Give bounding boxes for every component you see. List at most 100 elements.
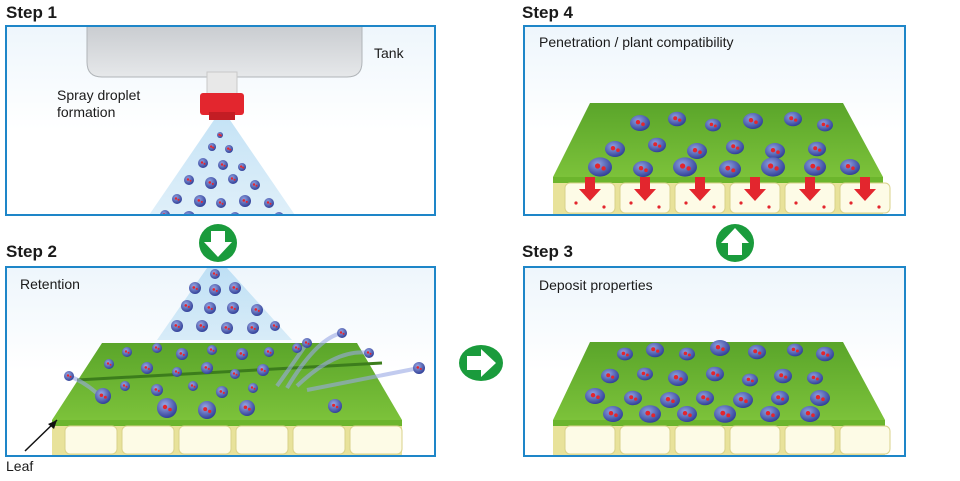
droplet — [227, 302, 239, 314]
deposit-droplet — [810, 390, 830, 406]
retention-illustration — [24, 268, 425, 455]
step4-title: Step 4 — [522, 3, 574, 22]
leaf-cell — [839, 425, 891, 455]
deposit-droplets — [585, 340, 834, 423]
spray-label-line2: formation — [57, 104, 116, 120]
deposit-droplet — [733, 392, 753, 408]
droplet — [196, 320, 208, 332]
droplet-trail — [285, 331, 343, 390]
droplet — [328, 399, 342, 413]
droplet — [201, 362, 213, 374]
step4-panel: Penetration / plant compatibility — [523, 25, 906, 216]
deposit-droplet — [840, 159, 860, 175]
penetration-arrow-icon — [849, 177, 881, 209]
leaf-cell — [292, 425, 346, 455]
droplet — [264, 198, 274, 208]
droplet — [302, 338, 312, 348]
droplet — [238, 163, 246, 171]
penetration-arrow-icon — [629, 177, 661, 209]
step1-title: Step 1 — [6, 3, 58, 22]
deposit-droplet — [748, 344, 766, 360]
droplet — [228, 174, 238, 184]
droplet — [181, 300, 193, 312]
leaf-cells — [564, 425, 891, 455]
step2-panel: Retention — [5, 266, 436, 457]
right-arrow-icon — [459, 345, 503, 381]
deposit-droplet — [637, 367, 653, 381]
droplet — [95, 388, 111, 404]
droplet — [230, 369, 240, 379]
droplet — [270, 321, 280, 331]
leaf-cell — [564, 425, 616, 455]
deposit-droplet — [677, 406, 697, 422]
droplet — [120, 381, 130, 391]
deposit-droplet — [760, 406, 780, 422]
droplet — [141, 362, 153, 374]
leaf-cell — [674, 425, 726, 455]
deposit-droplet — [660, 392, 680, 408]
droplet — [229, 282, 241, 294]
droplet — [172, 194, 182, 204]
penetration-arrow-icon — [739, 177, 771, 209]
droplet — [364, 348, 374, 358]
deposit-droplet — [617, 347, 633, 361]
deposit-droplet — [787, 343, 803, 357]
step2-title: Step 2 — [6, 242, 58, 261]
droplet — [275, 212, 283, 214]
droplet — [231, 212, 239, 214]
droplet — [292, 343, 302, 353]
tank-icon — [86, 27, 363, 78]
droplet — [413, 362, 425, 374]
deposit-droplet — [761, 157, 785, 177]
droplet — [104, 359, 114, 369]
droplet — [216, 386, 228, 398]
down-arrow-icon — [199, 224, 237, 262]
droplet — [264, 347, 274, 357]
droplet — [172, 367, 182, 377]
step3-panel: Deposit properties — [523, 266, 906, 457]
droplet — [209, 284, 221, 296]
droplet — [225, 145, 233, 153]
droplet — [160, 210, 170, 214]
droplet — [216, 198, 226, 208]
penetration-arrow-icon — [684, 177, 716, 209]
leaf-cells — [64, 425, 403, 455]
deposit-droplet — [807, 371, 823, 385]
deposit-droplet — [687, 143, 707, 159]
droplet — [184, 175, 194, 185]
leaf-cell — [178, 425, 232, 455]
step3-label: Deposit properties — [539, 277, 653, 293]
deposit-droplet — [646, 342, 664, 358]
leaf-cell — [235, 425, 289, 455]
spray-label-line1: Spray droplet — [57, 87, 141, 103]
deposit-droplet — [726, 139, 744, 155]
droplet — [198, 401, 216, 419]
droplet — [198, 158, 208, 168]
leaf-cell — [619, 425, 671, 455]
retention-label: Retention — [20, 276, 80, 292]
deposit-droplet — [630, 115, 650, 131]
deposit-droplet — [603, 406, 623, 422]
droplet — [248, 383, 258, 393]
droplet — [257, 364, 269, 376]
droplet — [239, 195, 251, 207]
droplet — [207, 345, 217, 355]
droplet — [189, 282, 201, 294]
deposit-droplet — [633, 161, 653, 177]
leaf-cell — [349, 425, 403, 455]
deposit-droplet — [742, 373, 758, 387]
droplet — [157, 398, 177, 418]
droplet — [239, 400, 255, 416]
step4-label: Penetration / plant compatibility — [539, 34, 734, 50]
droplet — [210, 269, 220, 279]
droplet-trail — [295, 350, 370, 388]
deposit-droplet — [605, 141, 625, 157]
step1-panel: Tank Spray droplet formation — [5, 25, 436, 216]
droplet — [183, 211, 195, 214]
penetration-arrows — [574, 177, 881, 209]
droplet — [64, 371, 74, 381]
deposit-droplet — [601, 368, 619, 384]
deposit-droplet — [624, 390, 642, 406]
droplet — [151, 384, 163, 396]
retained-droplets — [64, 269, 425, 419]
